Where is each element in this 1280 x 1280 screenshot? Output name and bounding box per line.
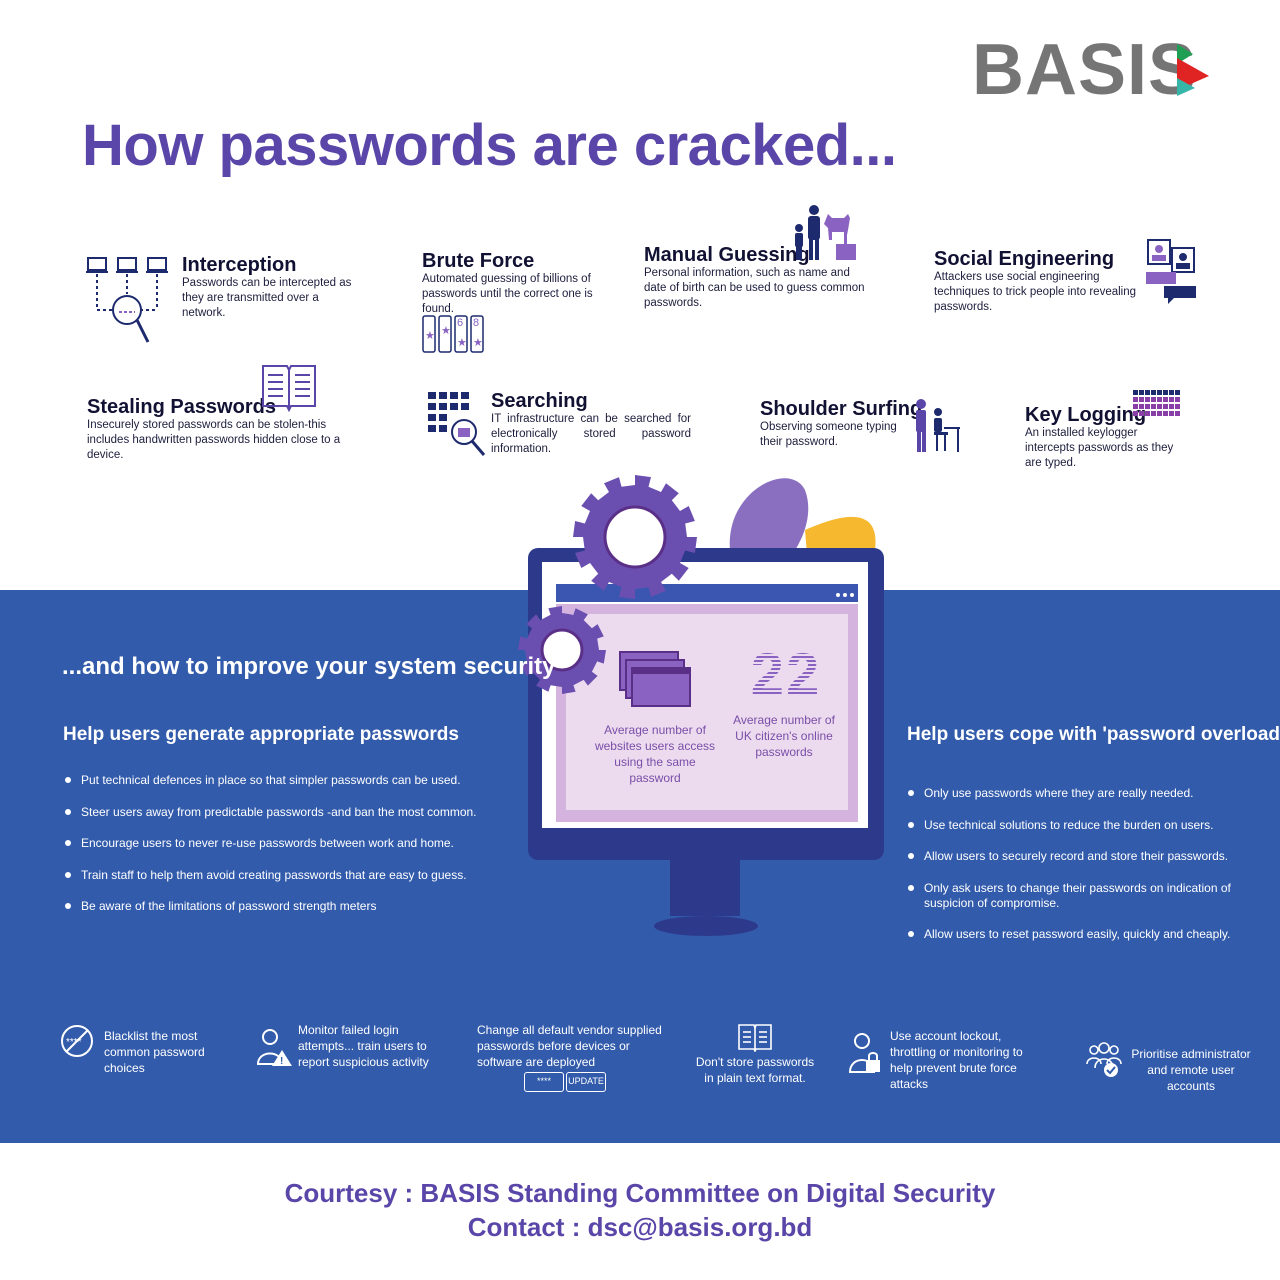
update-button: UPDATE (566, 1072, 606, 1092)
list-item: Encourage users to never re-use password… (63, 836, 483, 851)
method-desc: Automated guessing of billions of passwo… (422, 273, 593, 315)
method-title: Key Logging (1025, 404, 1147, 426)
list-item: Allow users to securely record and store… (906, 849, 1251, 864)
list-item: Train staff to help them avoid creating … (63, 868, 483, 883)
method-title: Brute Force (422, 250, 535, 272)
method-title: Manual Guessing (644, 244, 810, 266)
family-icon (795, 205, 856, 260)
svg-text:★: ★ (473, 337, 483, 349)
tip-change-defaults: Change all default vendor supplied passw… (477, 1022, 677, 1096)
footer-contact: Contact : dsc@basis.org.bd (467, 1212, 813, 1242)
section-subtitle: ...and how to improve your system securi… (62, 653, 556, 680)
svg-text:★: ★ (425, 330, 435, 342)
method-key-logging: Key Logging An installed keylogger inter… (1025, 390, 1235, 471)
footer-courtesy: Courtesy : BASIS Standing Committee on D… (284, 1178, 996, 1208)
windows-stack-icon (619, 651, 691, 707)
gear-small-icon (518, 606, 606, 694)
svg-text:6: 6 (457, 317, 463, 329)
method-title: Shoulder Surfing (760, 398, 923, 420)
password-field: **** (524, 1072, 564, 1092)
keyboard-icon (1133, 390, 1180, 416)
tip-plain-text: Don't store passwords in plain text form… (694, 1022, 816, 1086)
list-item: Be aware of the limitations of password … (63, 899, 483, 914)
person-watching-icon (916, 399, 960, 452)
stat-passwords-value: 22 (738, 640, 834, 710)
open-book-icon (262, 365, 316, 412)
user-warning-icon: ! (256, 1029, 292, 1066)
right-column-heading: Help users cope with 'password overload" (907, 724, 1280, 745)
method-brute-force: Brute Force Automated guessing of billio… (422, 250, 622, 353)
list-item: Allow users to reset password easily, qu… (906, 927, 1251, 942)
tip-text: Blacklist the most common password choic… (104, 1029, 205, 1075)
method-title: Interception (182, 254, 297, 276)
gear-large-icon (573, 475, 697, 599)
list-item: Use technical solutions to reduce the bu… (906, 818, 1251, 833)
svg-text:****: **** (66, 1037, 82, 1048)
grid-search-icon (428, 392, 486, 456)
tip-text: Use account lockout, throttling or monit… (890, 1029, 1023, 1091)
password-update-icon: **** UPDATE (477, 1072, 677, 1096)
method-title: Searching (491, 390, 588, 412)
stat-websites-label: Average number of websites users access … (594, 723, 716, 785)
method-social-engineering: Social Engineering Attackers use social … (934, 239, 1204, 315)
svg-text:!: ! (280, 1056, 283, 1066)
left-bullet-list: Put technical defences in place so that … (63, 773, 483, 931)
left-column-heading: Help users generate appropriate password… (63, 724, 459, 745)
method-title: Stealing Passwords (87, 396, 276, 418)
stat-passwords-label: Average number of UK citizen's online pa… (733, 713, 835, 759)
method-desc: Personal information, such as name and d… (644, 267, 865, 309)
method-stealing-passwords: Stealing Passwords Insecurely stored pas… (87, 365, 377, 463)
method-desc: IT infrastructure can be searched for el… (491, 413, 691, 455)
page-title: How passwords are cracked... (82, 113, 897, 178)
method-desc: Observing someone typing their password. (760, 421, 897, 448)
monitor-illustration (528, 548, 884, 936)
blocked-password-icon: **** (61, 1025, 93, 1057)
svg-text:★: ★ (441, 325, 451, 337)
list-item: Put technical defences in place so that … (63, 773, 483, 788)
method-desc: Passwords can be intercepted as they are… (182, 277, 352, 319)
method-desc: Attackers use social engineering techniq… (934, 271, 1137, 313)
tip-text: Don't store passwords in plain text form… (695, 1055, 815, 1085)
list-item: Only use passwords where they are really… (906, 786, 1251, 801)
method-desc: An installed keylogger intercepts passwo… (1025, 427, 1174, 469)
basis-logo: BASIS (972, 34, 1212, 106)
list-item: Only ask users to change their passwords… (906, 881, 1251, 911)
user-group-check-icon (1086, 1042, 1122, 1077)
method-title: Social Engineering (934, 248, 1115, 270)
svg-text:★: ★ (457, 337, 467, 349)
book-icon (738, 1024, 772, 1052)
slot-cards-icon: ★ ★ 6 ★ 8 ★ (422, 315, 484, 353)
chat-profiles-icon (1146, 239, 1196, 304)
network-magnifier-icon (86, 257, 168, 343)
tip-text: Change all default vendor supplied passw… (477, 1023, 662, 1069)
tip-text: Monitor failed login attempts... train u… (298, 1023, 429, 1069)
method-desc: Insecurely stored passwords can be stole… (87, 419, 341, 461)
method-manual-guessing: Manual Guessing Personal information, su… (644, 205, 884, 311)
svg-text:8: 8 (473, 317, 479, 329)
tip-text: Prioritise administrator and remote user… (1131, 1047, 1251, 1093)
right-bullet-list: Only use passwords where they are really… (906, 786, 1251, 959)
logo-text: BASIS (972, 30, 1198, 110)
user-lock-icon (848, 1033, 880, 1073)
method-shoulder-surfing: Shoulder Surfing Observing someone typin… (760, 398, 970, 452)
logo-mark-icon (1177, 44, 1209, 96)
list-item: Steer users away from predictable passwo… (63, 805, 483, 820)
